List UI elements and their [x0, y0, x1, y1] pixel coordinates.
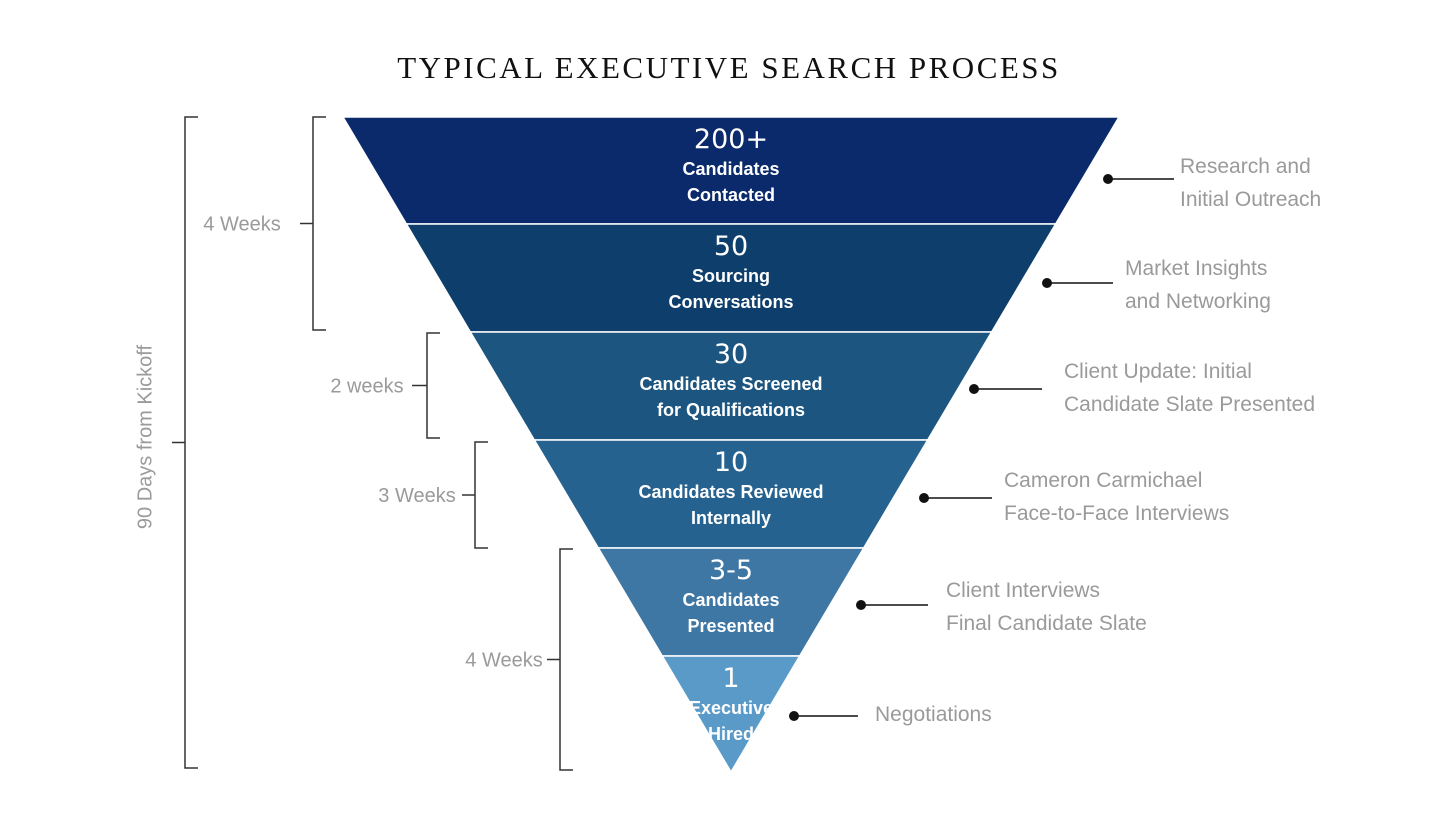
- funnel-stage-6-value: 1: [722, 663, 739, 694]
- duration-bracket-4: 4 Weeks: [465, 548, 573, 771]
- duration-bracket-3-line: [462, 441, 488, 549]
- stage-2-annotation-line-1: Market Insights: [1125, 257, 1267, 280]
- funnel-stage-5-label-line-2: Presented: [687, 616, 774, 636]
- funnel-stage-5-label-line-1: Candidates: [682, 590, 779, 610]
- funnel-stage-4-value: 10: [714, 447, 748, 478]
- funnel-stage-4-label-line-1: Candidates Reviewed: [638, 482, 823, 502]
- total-duration-label: 90 Days from Kickoff: [134, 344, 156, 529]
- total-duration-bracket-line: [172, 116, 198, 769]
- funnel-stage-2-value: 50: [714, 231, 748, 262]
- stage-1-annotation-line-2: Initial Outreach: [1180, 188, 1321, 211]
- funnel-stages: 200+CandidatesContacted50SourcingConvers…: [341, 116, 1121, 774]
- duration-bracket-2-label: 2 weeks: [330, 376, 403, 398]
- duration-bracket-3-label: 3 Weeks: [378, 485, 455, 507]
- stage-6-annotation-line-1: Negotiations: [875, 703, 992, 726]
- duration-brackets: 4 Weeks 2 weeks 3 Weeks 4 Weeks: [203, 116, 573, 771]
- stage-2-annotation: Market Insights and Networking: [1042, 257, 1271, 313]
- duration-bracket-2-line: [412, 332, 440, 439]
- total-duration-bracket: 90 Days from Kickoff: [134, 116, 198, 769]
- stage-2-annotation-line-2: and Networking: [1125, 290, 1271, 313]
- funnel-stage-3-value: 30: [714, 339, 748, 370]
- duration-bracket-3: 3 Weeks: [378, 441, 488, 549]
- stage-4-annotation-line-2: Face-to-Face Interviews: [1004, 502, 1229, 525]
- duration-bracket-2: 2 weeks: [330, 332, 440, 439]
- duration-bracket-1-line: [300, 116, 326, 331]
- stage-3-annotation-line-1: Client Update: Initial: [1064, 360, 1252, 383]
- duration-bracket-1-label: 4 Weeks: [203, 214, 280, 236]
- funnel-stage-2-label-line-1: Sourcing: [692, 266, 770, 286]
- duration-bracket-4-label: 4 Weeks: [465, 650, 542, 672]
- funnel-stage-6-shape: [660, 655, 802, 774]
- stage-6-annotation: Negotiations: [789, 703, 992, 726]
- funnel-stage-1-label-line-2: Contacted: [687, 185, 775, 205]
- funnel-stage-1-value: 200+: [694, 124, 768, 155]
- funnel-stage-2-label-line-2: Conversations: [668, 292, 793, 312]
- funnel-stage-6-label-line-1: Executive: [689, 698, 773, 718]
- funnel-stage-6-label-line-2: Hired: [708, 724, 754, 744]
- funnel-stage-3-label-line-1: Candidates Screened: [639, 374, 822, 394]
- stage-5-annotation-line-1: Client Interviews: [946, 579, 1100, 602]
- funnel-stage-1-label-line-1: Candidates: [682, 159, 779, 179]
- stage-4-annotation-line-1: Cameron Carmichael: [1004, 469, 1202, 492]
- duration-bracket-1: 4 Weeks: [203, 116, 326, 331]
- stage-3-annotation-line-2: Candidate Slate Presented: [1064, 393, 1315, 416]
- funnel-stage-5-value: 3-5: [709, 555, 753, 586]
- stage-5-annotation-line-2: Final Candidate Slate: [946, 612, 1147, 635]
- funnel-stage-4-label-line-2: Internally: [691, 508, 771, 528]
- duration-bracket-4-line: [547, 548, 573, 771]
- diagram-title: TYPICAL EXECUTIVE SEARCH PROCESS: [397, 50, 1061, 85]
- funnel-stage-3-label-line-2: for Qualifications: [657, 400, 805, 420]
- stage-1-annotation-line-1: Research and: [1180, 155, 1311, 178]
